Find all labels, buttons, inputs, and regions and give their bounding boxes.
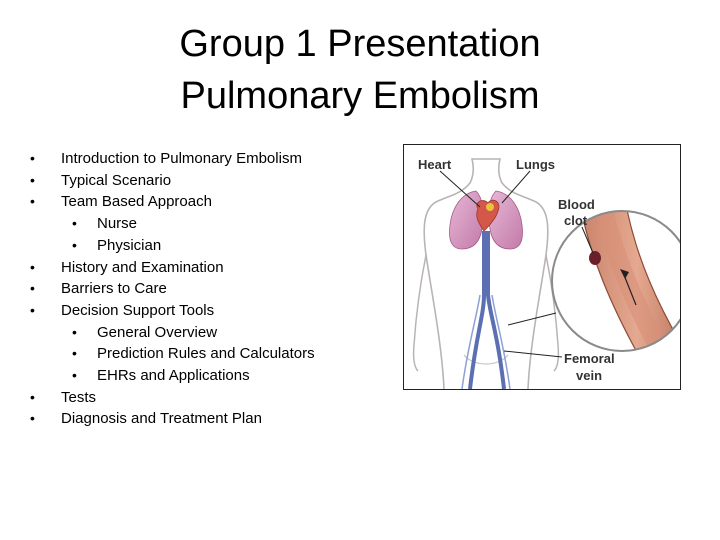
label-blood: Blood [558,197,595,212]
bullet-item: Decision Support Tools [30,300,390,322]
bullet-item: Introduction to Pulmonary Embolism [30,148,390,170]
sub-bullet-item: General Overview [30,322,390,344]
label-lungs: Lungs [516,157,555,172]
title-line-2: Pulmonary Embolism [180,75,540,117]
left-arm-outline [412,254,427,372]
anatomy-figure: Heart Lungs Blood clot Femoral vein [403,144,681,390]
title-line-1: Group 1 Presentation [179,23,541,65]
vena-cava [468,231,486,389]
bullet-item: Team Based Approach [30,191,390,213]
body-outline [423,158,549,389]
aorta [486,231,506,389]
bullet-item: Diagnosis and Treatment Plan [30,408,390,430]
sub-bullet-item: EHRs and Applications [30,365,390,387]
sub-bullet-item: Nurse [30,213,390,235]
blood-clot [589,251,601,265]
sub-bullet-item: Prediction Rules and Calculators [30,343,390,365]
bullet-item: Barriers to Care [30,278,390,300]
sub-bullet-item: Physician [30,235,390,257]
label-vein: vein [576,368,602,383]
anatomy-illustration: Heart Lungs Blood clot Femoral vein [412,157,680,389]
magnified-vein [552,211,680,351]
label-femoral: Femoral [564,351,615,366]
bullet-item: History and Examination [30,257,390,279]
slide-title: Group 1 Presentation Pulmonary Embolism [0,18,720,122]
right-arm-outline [545,254,560,372]
bullet-list: Introduction to Pulmonary Embolism Typic… [30,148,390,430]
bullet-item: Typical Scenario [30,170,390,192]
label-clot: clot [564,213,588,228]
label-heart: Heart [418,157,452,172]
bullet-item: Tests [30,387,390,409]
